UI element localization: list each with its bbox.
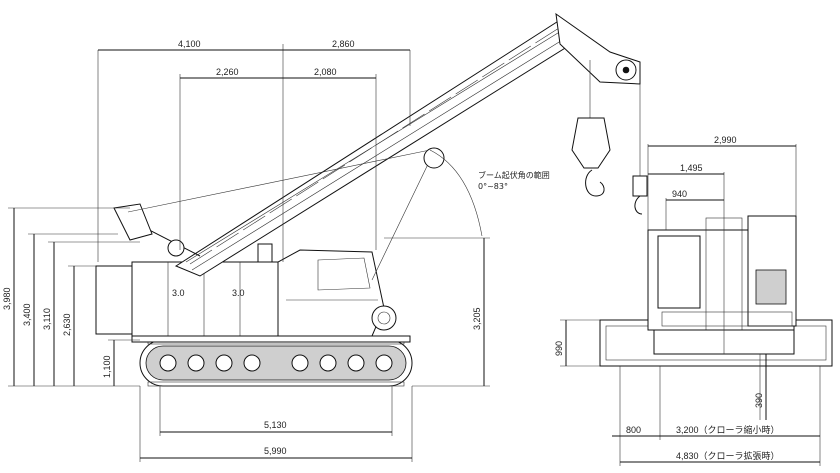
crawler-track — [139, 339, 413, 387]
main-hook-block — [571, 60, 611, 197]
boom-lattice-brace — [296, 181, 319, 197]
aux-hook-block — [632, 84, 648, 215]
counterweight-mark-2: 3.0 — [232, 288, 245, 298]
dim-3205: 3,205 — [472, 307, 482, 330]
boom-lattice-brace — [508, 45, 532, 61]
front-top-dimensions: 2,990 1,495 940 — [647, 135, 797, 230]
side-view: 3.0 3.0 — [2, 12, 648, 462]
boom-angle-note-range: 0°~83° — [478, 182, 508, 191]
boom-lattice-brace — [455, 79, 478, 95]
dim-1100: 1,100 — [102, 355, 112, 378]
dim-3110: 3,110 — [42, 308, 52, 330]
dim-390: 390 — [754, 393, 764, 408]
dim-2630: 2,630 — [62, 313, 72, 336]
side-bottom-dimensions: 5,130 5,990 — [139, 386, 413, 462]
boom-lattice-brace — [242, 215, 266, 231]
dim-3200-retracted: 3,200（クローラ縮小時） — [676, 424, 780, 435]
boom-lattice-brace — [482, 62, 505, 78]
dim-2990: 2,990 — [714, 135, 737, 145]
dim-990: 990 — [554, 341, 564, 356]
dim-800: 800 — [626, 425, 641, 435]
boom-lattice-brace — [322, 164, 346, 180]
boom-lattice-brace — [428, 96, 452, 112]
side-left-dimensions: 3,980 3,400 3,110 2,630 1,100 — [2, 207, 140, 387]
counterweight-mark-1: 3.0 — [172, 288, 185, 298]
boom-lattice-brace — [402, 113, 425, 129]
front-side-dimensions: 990 390 — [554, 319, 767, 420]
boom-lattice-brace — [269, 198, 292, 214]
dim-2860: 2,860 — [332, 39, 355, 49]
dim-5130: 5,130 — [264, 420, 287, 430]
dim-940: 940 — [672, 189, 687, 199]
boom-lattice-brace — [349, 147, 372, 163]
track-roller — [215, 354, 233, 372]
boom-lattice-brace — [535, 28, 558, 44]
boom-lattice-brace — [375, 130, 399, 146]
dim-5990: 5,990 — [264, 446, 287, 456]
track-roller — [159, 354, 177, 372]
dim-3400: 3,400 — [22, 303, 32, 326]
track-roller — [319, 354, 337, 372]
side-top-dimensions: 4,100 2,860 2,260 2,080 — [97, 39, 411, 262]
dim-4100: 4,100 — [178, 39, 201, 49]
front-view: 2,990 1,495 940 990 390 800 3,200（クローラ縮小… — [554, 135, 833, 466]
track-roller — [291, 354, 309, 372]
track-roller — [243, 354, 261, 372]
dim-4830-extended: 4,830（クローラ拡張時） — [676, 450, 780, 461]
boom-lattice-brace — [189, 249, 213, 265]
track-roller — [375, 354, 393, 372]
dim-2260: 2,260 — [216, 67, 239, 77]
dim-1495: 1,495 — [680, 163, 703, 173]
boom — [113, 12, 641, 281]
boom-angle-note-title: ブーム起伏角の範囲 — [478, 170, 550, 180]
side-right-dimension: 3,205 ブーム起伏角の範囲 0°~83° — [384, 149, 550, 387]
track-roller — [187, 354, 205, 372]
front-bottom-dimensions: 800 3,200（クローラ縮小時） 4,830（クローラ拡張時） — [612, 366, 821, 466]
boom-lattice-brace — [216, 232, 239, 248]
track-roller — [347, 354, 365, 372]
upper-body: 3.0 3.0 — [95, 243, 411, 343]
dim-2080: 2,080 — [314, 67, 337, 77]
dim-3980: 3,980 — [2, 287, 12, 310]
